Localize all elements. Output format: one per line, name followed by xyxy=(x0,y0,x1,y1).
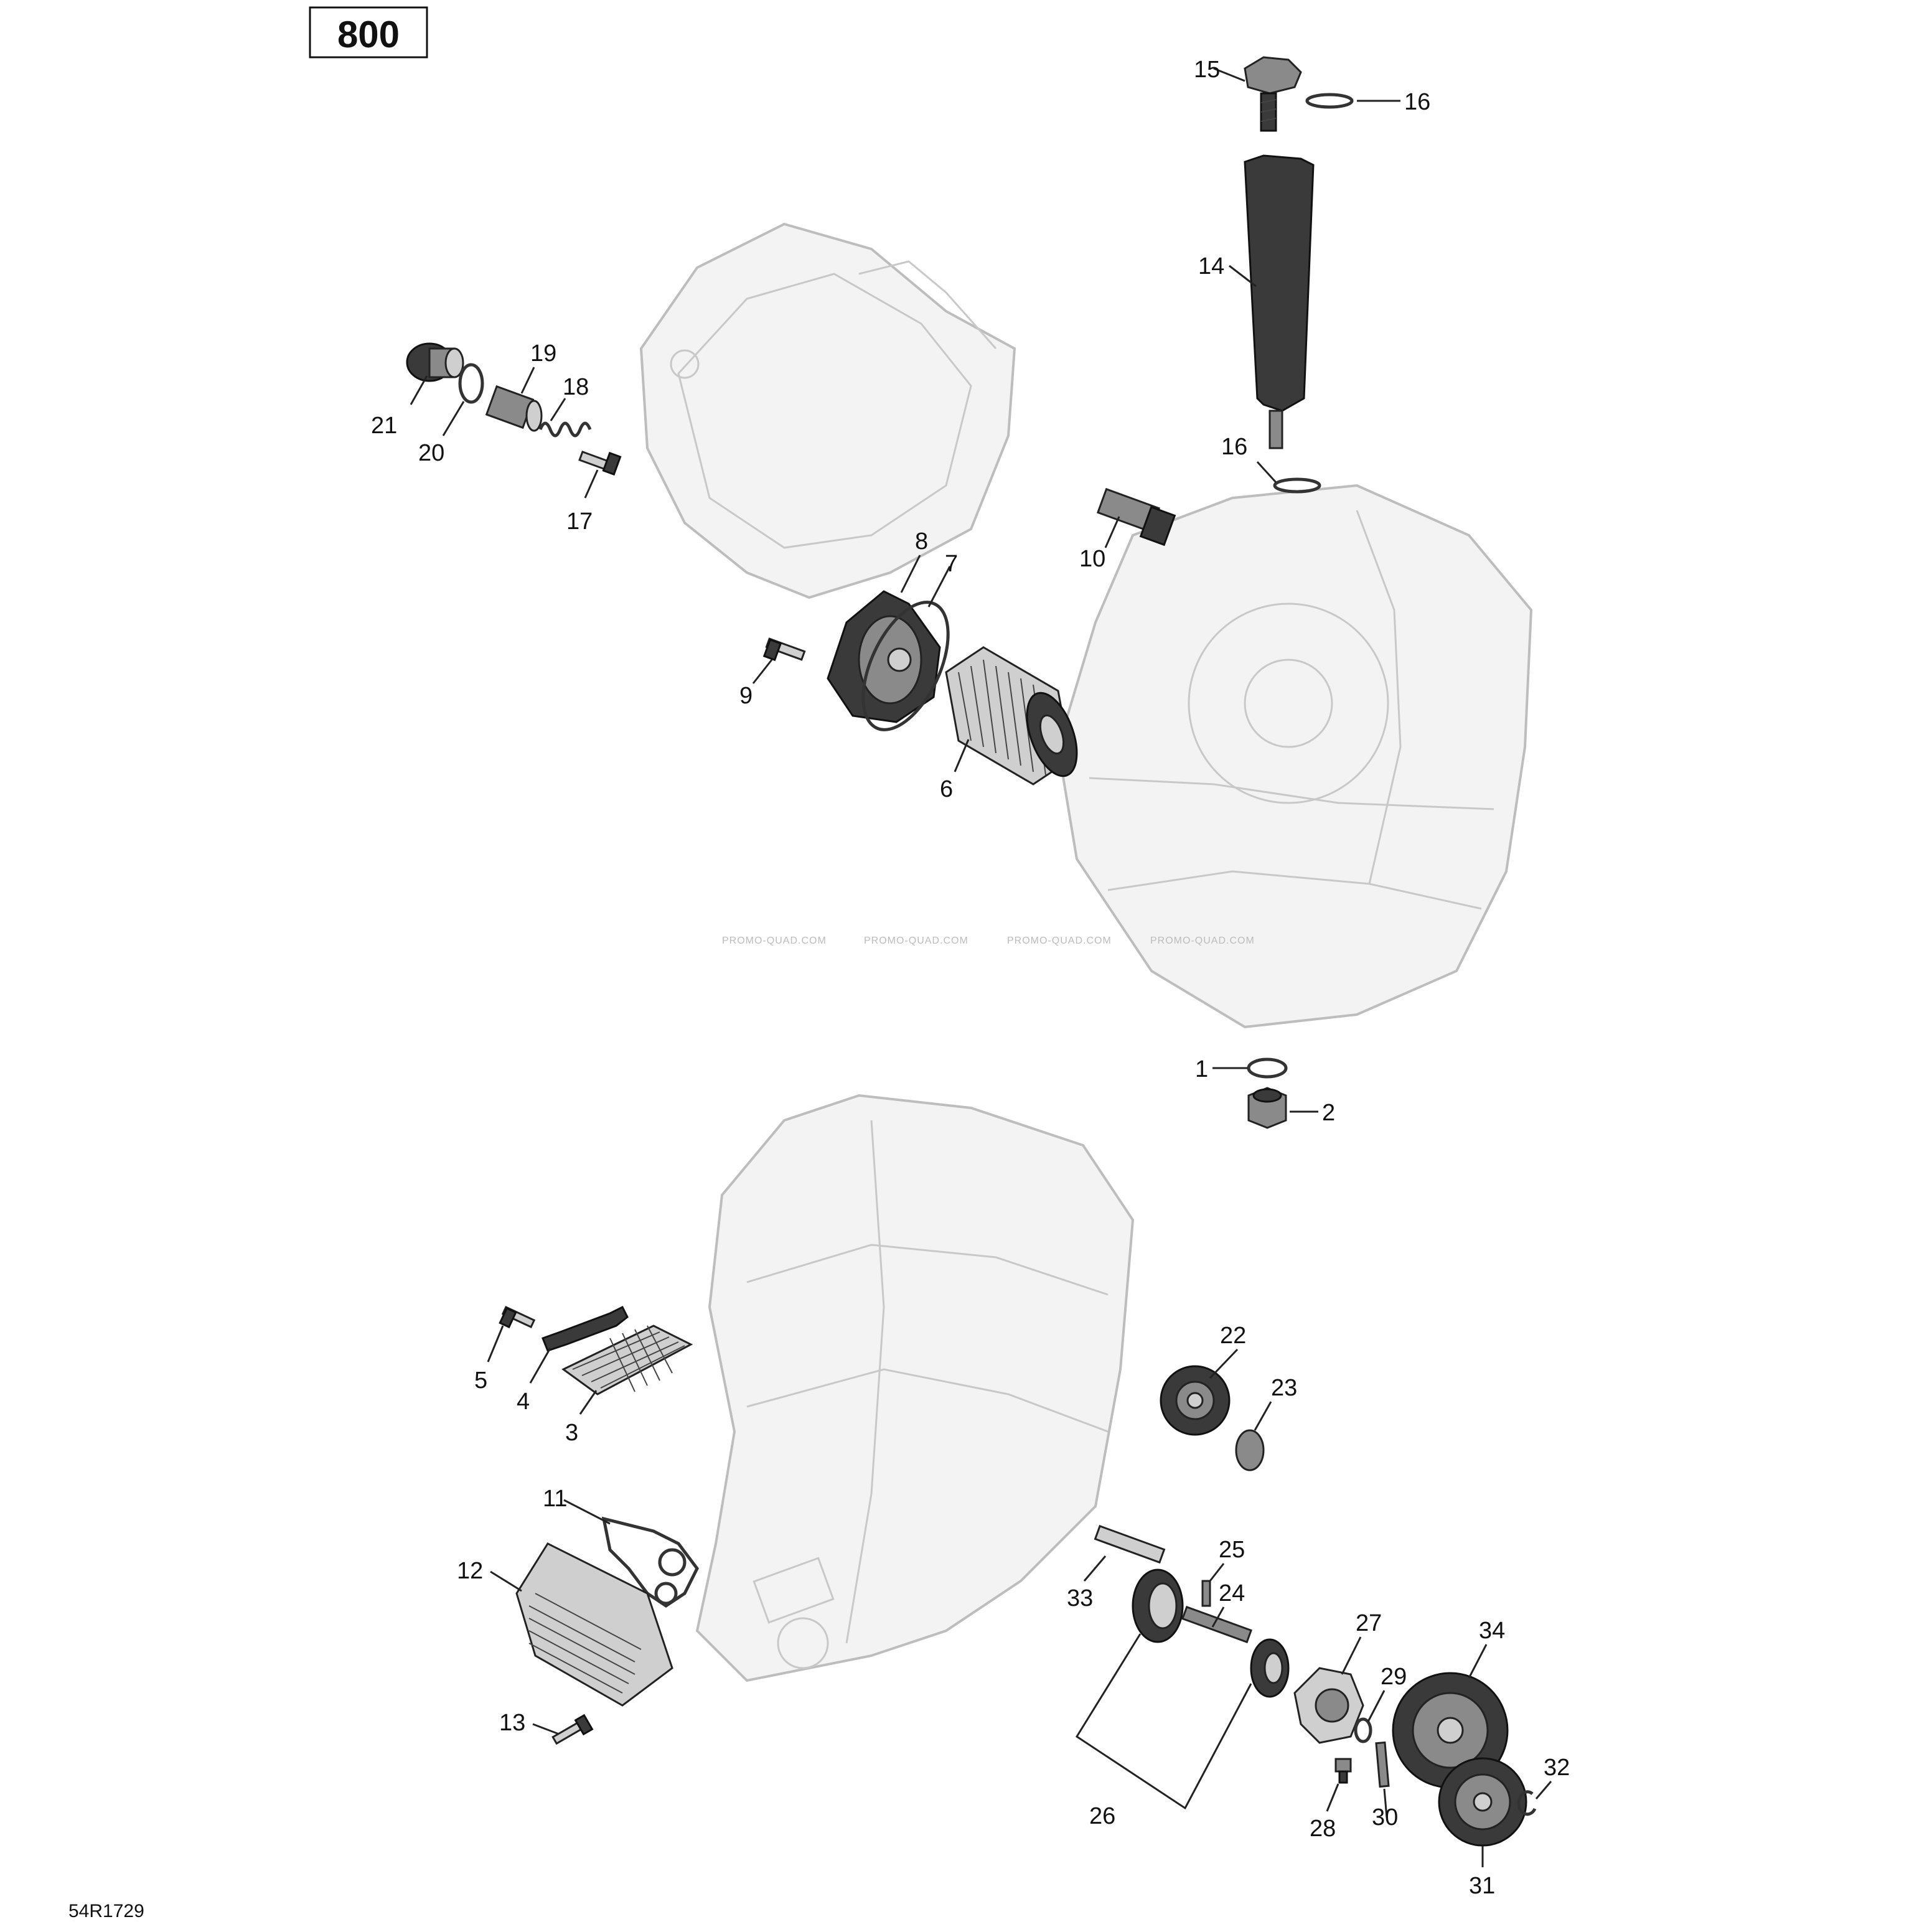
circlip-32 xyxy=(1517,1790,1537,1816)
ghost-crankcase-right xyxy=(1056,484,1533,1029)
callout-16-upper: 16 xyxy=(1404,89,1430,115)
dipstick-tube xyxy=(1244,154,1315,449)
oil-strainer-3 xyxy=(561,1325,693,1395)
pump-drive-gear-22 xyxy=(1160,1365,1231,1436)
callout-2: 2 xyxy=(1322,1100,1335,1126)
bolt-17 xyxy=(578,450,622,476)
callout-30: 30 xyxy=(1372,1804,1398,1831)
callout-33: 33 xyxy=(1067,1585,1093,1611)
watermark-strip: PROMO-QUAD.COM PROMO-QUAD.COM PROMO-QUAD… xyxy=(722,936,1255,946)
o-ring-7 xyxy=(861,601,950,731)
callout-20: 20 xyxy=(418,440,444,466)
pin-25 xyxy=(1201,1580,1211,1607)
bolt-13 xyxy=(551,1714,594,1745)
oil-cooler-gasket-11 xyxy=(601,1516,699,1608)
callout-16-lower: 16 xyxy=(1221,434,1247,460)
callout-1: 1 xyxy=(1195,1056,1208,1082)
watermark: PROMO-QUAD.COM xyxy=(864,936,968,946)
callout-28: 28 xyxy=(1310,1816,1336,1842)
bolt-5 xyxy=(499,1306,536,1329)
callout-23: 23 xyxy=(1271,1375,1297,1401)
washer-23 xyxy=(1235,1429,1265,1471)
spring-18 xyxy=(538,421,592,438)
callout-24: 24 xyxy=(1219,1580,1245,1606)
oil-filter xyxy=(945,646,1078,785)
screw-28 xyxy=(1334,1758,1352,1784)
ghost-crankcase-lower xyxy=(695,1094,1135,1682)
callout-8: 8 xyxy=(915,528,928,555)
o-ring-16-upper xyxy=(1305,93,1354,109)
callout-4: 4 xyxy=(517,1389,530,1415)
bolt-9 xyxy=(762,637,806,662)
pump-cover-27 xyxy=(1293,1667,1364,1744)
watermark: PROMO-QUAD.COM xyxy=(1007,936,1112,946)
callout-6: 6 xyxy=(940,776,953,802)
callout-10: 10 xyxy=(1079,546,1105,572)
o-ring-16-lower xyxy=(1273,477,1321,494)
callout-22: 22 xyxy=(1220,1323,1246,1349)
washer-29 xyxy=(1354,1717,1372,1743)
model-badge-label: 800 xyxy=(337,14,400,55)
watermark: PROMO-QUAD.COM xyxy=(722,936,827,946)
model-badge: 800 xyxy=(309,6,428,59)
pump-rotor-inner xyxy=(1250,1638,1290,1698)
callout-9: 9 xyxy=(739,683,753,709)
callout-11: 11 xyxy=(543,1486,567,1512)
callouts: 15 16 14 16 10 19 18 21 20 17 8 7 9 6 1 … xyxy=(371,57,1570,1899)
callout-15: 15 xyxy=(1194,57,1220,83)
callout-18: 18 xyxy=(563,374,589,400)
callout-19: 19 xyxy=(530,340,556,367)
plug-21 xyxy=(406,342,464,382)
dipstick-cap xyxy=(1244,56,1302,132)
leader-lines xyxy=(410,67,1552,1867)
pin-30 xyxy=(1375,1741,1390,1788)
callout-3: 3 xyxy=(565,1420,578,1446)
o-ring-20 xyxy=(458,363,484,404)
callout-26: 26 xyxy=(1089,1803,1115,1829)
oil-pressure-sensor xyxy=(1096,487,1176,546)
watermark: PROMO-QUAD.COM xyxy=(1150,936,1255,946)
callout-21: 21 xyxy=(371,413,397,439)
reference-code: 54R1729 xyxy=(68,1901,144,1921)
callout-25: 25 xyxy=(1219,1537,1245,1563)
callout-32: 32 xyxy=(1544,1755,1570,1781)
callout-29: 29 xyxy=(1381,1664,1407,1690)
pump-rotor-outer xyxy=(1132,1569,1184,1643)
pump-gear-31 xyxy=(1438,1757,1527,1847)
callout-7: 7 xyxy=(945,551,958,577)
callout-31: 31 xyxy=(1469,1873,1495,1899)
callout-27: 27 xyxy=(1356,1610,1382,1636)
callout-14: 14 xyxy=(1198,253,1224,279)
shaft-33 xyxy=(1094,1524,1166,1564)
callout-12: 12 xyxy=(457,1558,483,1584)
callout-13: 13 xyxy=(499,1710,525,1736)
drain-plug-2 xyxy=(1247,1087,1287,1129)
callout-34: 34 xyxy=(1479,1618,1505,1644)
oil-cooler-12 xyxy=(515,1542,673,1707)
sealing-ring-1 xyxy=(1247,1057,1288,1079)
ghost-engine-cover-upper xyxy=(639,222,1016,599)
callout-5: 5 xyxy=(474,1367,487,1394)
screen-retainer-4 xyxy=(542,1305,629,1352)
valve-piston-19 xyxy=(485,385,543,432)
shaft-24 xyxy=(1181,1605,1253,1644)
oil-filter-cover xyxy=(827,590,941,723)
callout-17: 17 xyxy=(566,509,593,535)
